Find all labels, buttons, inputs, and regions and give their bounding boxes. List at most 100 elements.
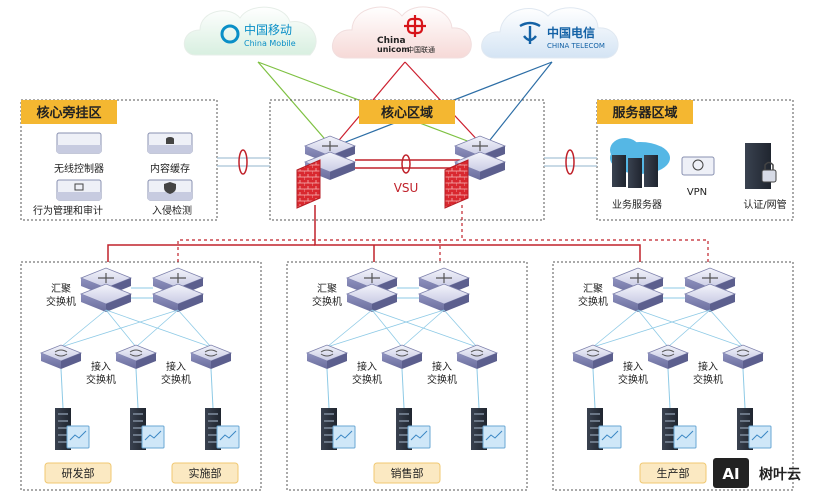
- watermark-badge: AI: [722, 465, 739, 483]
- access-switch: [114, 344, 158, 369]
- aggregation-switch-label: 交换机: [312, 295, 342, 308]
- switch-arrows-icon: [436, 273, 452, 283]
- database-icon: [166, 137, 174, 144]
- china-telecom-name: 中国电信: [547, 25, 595, 40]
- access-switch-label: 交换机: [427, 373, 457, 386]
- aggregation-switch: [683, 267, 737, 312]
- china-unicom-name-cn: 中国联通: [407, 45, 435, 54]
- workstation-server-icon: [471, 408, 506, 450]
- access-switch: [380, 344, 424, 369]
- access-switch-label: 交换机: [618, 373, 648, 386]
- monitor-icon: [74, 183, 84, 191]
- aggregation-switch: [417, 267, 471, 312]
- access-switch-label: 接入: [166, 360, 186, 373]
- content-cache-device: 内容缓存: [147, 132, 193, 175]
- china-mobile-logo-icon: [220, 24, 240, 44]
- workstation-server-icon: [396, 408, 431, 450]
- china-mobile-sub: China Mobile: [244, 39, 296, 48]
- switch-arrows-icon: [586, 349, 600, 357]
- aggregation-switch: [345, 267, 399, 312]
- department-badge: [373, 462, 441, 484]
- access-switch: [189, 344, 233, 369]
- branch-area: 汇聚交换机接入交换机接入交换机研发部实施部: [39, 267, 240, 484]
- switch-arrows-icon: [170, 273, 186, 283]
- aggregation-switch: [151, 267, 205, 312]
- switch-arrows-icon: [661, 349, 675, 357]
- china-unicom-cloud: China unicom 中国联通: [331, 6, 472, 59]
- link-aggregation-ring: [565, 149, 575, 175]
- switch-arrows-icon: [204, 349, 218, 357]
- china-unicom-name-mid: unicom: [377, 45, 410, 54]
- china-mobile-name: 中国移动: [244, 22, 292, 37]
- server-item-label: VPN: [687, 187, 707, 198]
- zone-title-server: 服务器区域: [597, 100, 693, 124]
- side-zone-items: 无线控制器 内容缓存 行为管理和审计 入侵检测: [33, 132, 193, 217]
- china-telecom-sub: CHINA TELECOM: [547, 42, 605, 50]
- china-telecom-logo-icon: [519, 21, 541, 44]
- access-switch-label: 接入: [91, 360, 111, 373]
- svg-text:核心旁挂区: 核心旁挂区: [36, 105, 101, 121]
- access-switch: [305, 344, 349, 369]
- vsu-label: VSU: [394, 181, 419, 195]
- department-label: 生产部: [657, 466, 690, 480]
- workstation-server-icon: [737, 408, 772, 450]
- switch-arrows-icon: [702, 273, 718, 283]
- switch-arrows-icon: [98, 273, 114, 283]
- switch-arrows-icon: [364, 273, 380, 283]
- department-label: 销售部: [391, 466, 424, 480]
- svg-text:服务器区域: 服务器区域: [612, 105, 677, 121]
- core-zone: VSU: [296, 135, 507, 209]
- switch-arrows-icon: [322, 141, 338, 151]
- lock-icon: [761, 169, 777, 183]
- access-switch-label: 交换机: [352, 373, 382, 386]
- workstation-server-icon: [130, 408, 165, 450]
- behavior-audit-device: 行为管理和审计: [33, 179, 103, 217]
- access-switch-label: 接入: [623, 360, 643, 373]
- access-switch-label: 交换机: [693, 373, 723, 386]
- shield-icon: [164, 182, 176, 194]
- side-item-label: 行为管理和审计: [33, 204, 103, 217]
- workstation-server-icon: [662, 408, 697, 450]
- switch-arrows-icon: [470, 349, 484, 357]
- watermark: AI 树叶云: [713, 458, 801, 488]
- carrier-clouds: 中国移动 China Mobile China unicom 中国联通 中国电信…: [183, 6, 619, 59]
- china-mobile-cloud: 中国移动 China Mobile: [183, 6, 317, 56]
- switch-arrows-icon: [472, 141, 488, 151]
- workstation-server-icon: [587, 408, 622, 450]
- aggregation-switch-label: 汇聚: [583, 282, 603, 295]
- vpn-icon: [692, 159, 704, 171]
- branch-areas: 汇聚交换机接入交换机接入交换机研发部实施部汇聚交换机接入交换机接入交换机销售部汇…: [39, 267, 772, 484]
- access-switch-label: 接入: [432, 360, 452, 373]
- access-switch-label: 接入: [698, 360, 718, 373]
- firewall-icon: [444, 159, 469, 209]
- department-label: 研发部: [62, 466, 95, 480]
- firewall-icon: [296, 159, 321, 209]
- workstation-server-icon: [321, 408, 356, 450]
- aggregation-switch-label: 交换机: [46, 295, 76, 308]
- svg-text:核心区域: 核心区域: [381, 105, 433, 121]
- access-switch: [455, 344, 499, 369]
- vpn-device: VPN: [681, 156, 715, 198]
- department-badge: [44, 462, 112, 484]
- aggregation-switch-label: 汇聚: [317, 282, 337, 295]
- aggregation-switch-label: 交换机: [578, 295, 608, 308]
- auth-nms-device: 认证/网管: [743, 143, 787, 211]
- access-switch-label: 交换机: [86, 373, 116, 386]
- zone-title-core: 核心区域: [359, 100, 455, 124]
- switch-arrows-icon: [320, 349, 334, 357]
- aggregation-switch: [611, 267, 665, 312]
- core-branch-links: [107, 205, 709, 262]
- switch-arrows-icon: [395, 349, 409, 357]
- wireless-controller-device: 无线控制器: [54, 132, 104, 175]
- zone-title-side: 核心旁挂区: [21, 100, 117, 124]
- side-item-label: 无线控制器: [54, 162, 104, 175]
- server-item-label: 业务服务器: [612, 198, 662, 211]
- side-item-label: 内容缓存: [150, 162, 190, 175]
- aggregation-switch-label: 汇聚: [51, 282, 71, 295]
- department-badge: [171, 462, 239, 484]
- access-switch: [721, 344, 765, 369]
- workstation-server-icon: [205, 408, 240, 450]
